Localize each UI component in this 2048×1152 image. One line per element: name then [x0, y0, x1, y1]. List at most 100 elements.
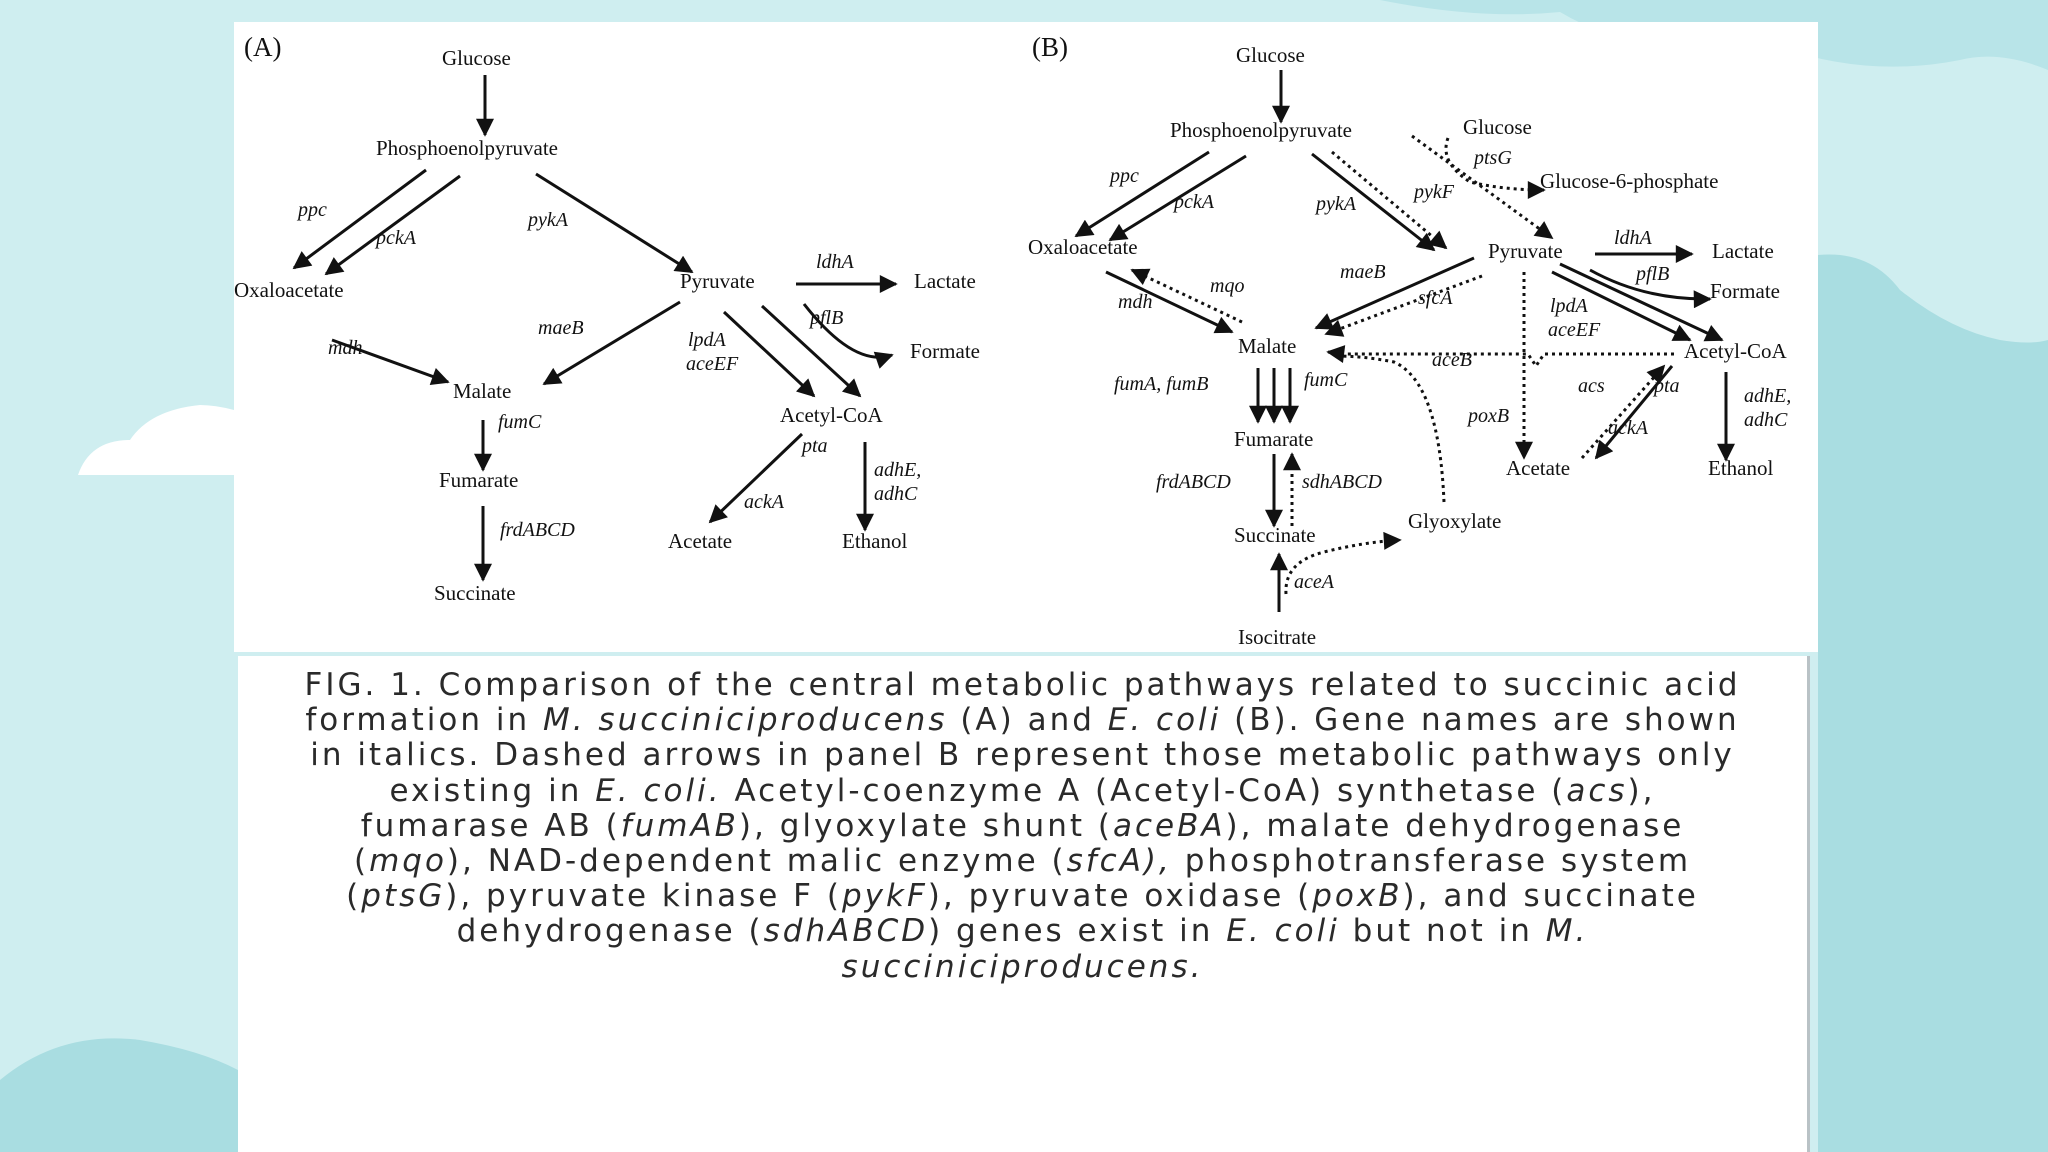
gene-b-pyka: pykA [1314, 193, 1357, 215]
caption-text: ), glyoxylate shunt ( [738, 807, 1113, 844]
caption-text: ), pyruvate oxidase ( [927, 878, 1313, 915]
caption-italic: pykF [841, 878, 928, 915]
arrow-pep-oxaloacetate-ppc [292, 168, 427, 270]
arrow-b-oxaloacetate-malate [1105, 270, 1234, 334]
caption-text: ) genes exist in [928, 913, 1227, 950]
node-b-glucose-6-phosphate: Glucose-6-phosphate [1540, 169, 1718, 193]
figure-caption: FIG. 1. Comparison of the central metabo… [298, 667, 1747, 985]
cloud-left [78, 405, 234, 475]
node-b-ethanol: Ethanol [1708, 456, 1773, 480]
caption-text: (B). Gene names are shown in italics. Da… [310, 702, 1740, 809]
arrow-pyruvate-malate [542, 300, 681, 386]
panel-b-label: (B) [1032, 32, 1068, 62]
caption-italic: mqo [369, 843, 447, 880]
node-b-pyruvate: Pyruvate [1488, 239, 1563, 263]
gene-b-adhc: adhC [1744, 409, 1788, 431]
node-lactate: Lactate [914, 269, 976, 293]
panel-a-arrows [292, 75, 898, 582]
node-b-glyoxylate: Glyoxylate [1408, 509, 1501, 533]
caption-italic: fumAB [620, 807, 739, 844]
figure-panel: (A) Glucose Phosphoenolpyruvate Oxaloace… [234, 22, 1818, 652]
node-b-oxaloacetate: Oxaloacetate [1028, 235, 1138, 259]
node-b-acetyl-coa: Acetyl-CoA [1684, 339, 1787, 363]
gene-b-lpda: lpdA [1550, 295, 1589, 317]
arrow-b-pyruvate-acetylcoa-1 [1551, 270, 1692, 342]
caption-italic: E. coli. [595, 772, 722, 809]
gene-fumc: fumC [498, 411, 542, 433]
node-b-succinate: Succinate [1234, 523, 1316, 547]
pathway-diagram: (A) Glucose Phosphoenolpyruvate Oxaloace… [234, 32, 1791, 649]
gene-b-adhe: adhE, [1744, 385, 1791, 407]
caption-text: but not in [1339, 913, 1546, 950]
gene-b-maeb: maeB [1340, 261, 1386, 283]
caption-italic: sfcA), [1066, 843, 1172, 880]
gene-b-pta: pta [1652, 375, 1680, 397]
gene-maeb: maeB [538, 317, 584, 339]
gene-mdh: mdh [328, 337, 362, 359]
gene-b-fumab: fumA, fumB [1114, 373, 1208, 395]
caption-text: (A) and [947, 702, 1108, 739]
gene-b-ldha: ldhA [1614, 227, 1653, 249]
arrow-b-acetylcoa-malate-aceb [1326, 345, 1674, 369]
caption-italic: aceBA [1112, 807, 1226, 844]
caption-text: ), fumarase AB ( [360, 772, 1656, 844]
node-succinate: Succinate [434, 581, 516, 605]
node-formate: Formate [910, 339, 980, 363]
panel-a-label: (A) [244, 32, 281, 62]
node-fumarate: Fumarate [439, 468, 518, 492]
arrow-pyruvate-formate [802, 303, 894, 369]
node-b-malate: Malate [1238, 334, 1296, 358]
panel-b-solid-arrows [1074, 70, 1735, 612]
node-acetate: Acetate [668, 529, 732, 553]
node-b-phosphoenolpyruvate: Phosphoenolpyruvate [1170, 118, 1352, 142]
gene-pflb: pflB [808, 307, 843, 329]
arrow-b-pep-oxaloacetate-ppc [1074, 150, 1210, 238]
gene-aceef: aceEF [686, 353, 739, 375]
caption-text: ), malate dehydrogenase ( [353, 807, 1685, 880]
gene-b-fumc: fumC [1304, 369, 1348, 391]
caption-italic: acs [1566, 772, 1628, 809]
arrow-oxaloacetate-malate [331, 338, 450, 385]
panel-a: (A) Glucose Phosphoenolpyruvate Oxaloace… [234, 32, 980, 605]
node-b-lactate: Lactate [1712, 239, 1774, 263]
arrow-pyruvate-acetylcoa-2 [760, 304, 862, 398]
arrow-b-pep-oxaloacetate-pcka [1108, 154, 1247, 242]
gene-acka: ackA [744, 491, 785, 513]
node-b-acetate: Acetate [1506, 456, 1570, 480]
arrow-acetylcoa-acetate [708, 432, 804, 524]
gene-b-ppc: ppc [1108, 165, 1139, 187]
node-ethanol: Ethanol [842, 529, 907, 553]
node-glucose: Glucose [442, 46, 511, 70]
panel-b-dashed-arrows [1130, 134, 1674, 595]
gene-b-ptsg: ptsG [1472, 147, 1512, 169]
gene-b-sdhabcd: sdhABCD [1302, 471, 1383, 493]
gene-adhc: adhC [874, 483, 918, 505]
node-malate: Malate [453, 379, 511, 403]
cloud-right [1818, 254, 2048, 1152]
gene-b-mqo: mqo [1210, 275, 1244, 297]
node-phosphoenolpyruvate: Phosphoenolpyruvate [376, 136, 558, 160]
caption-box: FIG. 1. Comparison of the central metabo… [238, 656, 1810, 1152]
caption-italic: E. coli [1107, 702, 1222, 739]
arrow-b-glucose-g6p-ptsg [1444, 137, 1546, 199]
gene-adhe: adhE, [874, 459, 921, 481]
gene-b-pcka: pckA [1172, 191, 1215, 213]
gene-ldha: ldhA [816, 251, 855, 273]
caption-text: Acetyl-coenzyme A (Acetyl-CoA) synthetas… [721, 772, 1567, 809]
panel-b: (B) [1028, 32, 1791, 649]
caption-italic: M. succiniciproducens [542, 702, 948, 739]
gene-frdabcd: frdABCD [500, 519, 575, 541]
arrow-b-pyruvate-formate [1589, 268, 1712, 309]
caption-text: ), pyruvate kinase F ( [445, 878, 842, 915]
gene-ppc: ppc [296, 199, 327, 221]
gene-lpda: lpdA [688, 329, 727, 351]
node-pyruvate: Pyruvate [680, 269, 755, 293]
node-acetyl-coa: Acetyl-CoA [780, 403, 883, 427]
gene-b-aceb: aceB [1432, 349, 1472, 371]
cloud-bottom-left [0, 1038, 238, 1152]
arrow-pep-oxaloacetate-pcka [324, 174, 461, 276]
caption-text: ), NAD-dependent malic enzyme ( [446, 843, 1067, 880]
gene-b-acka: ackA [1608, 417, 1649, 439]
gene-b-sfca: sfcA [1418, 287, 1453, 309]
caption-text: phosphotransferase system ( [346, 843, 1692, 915]
